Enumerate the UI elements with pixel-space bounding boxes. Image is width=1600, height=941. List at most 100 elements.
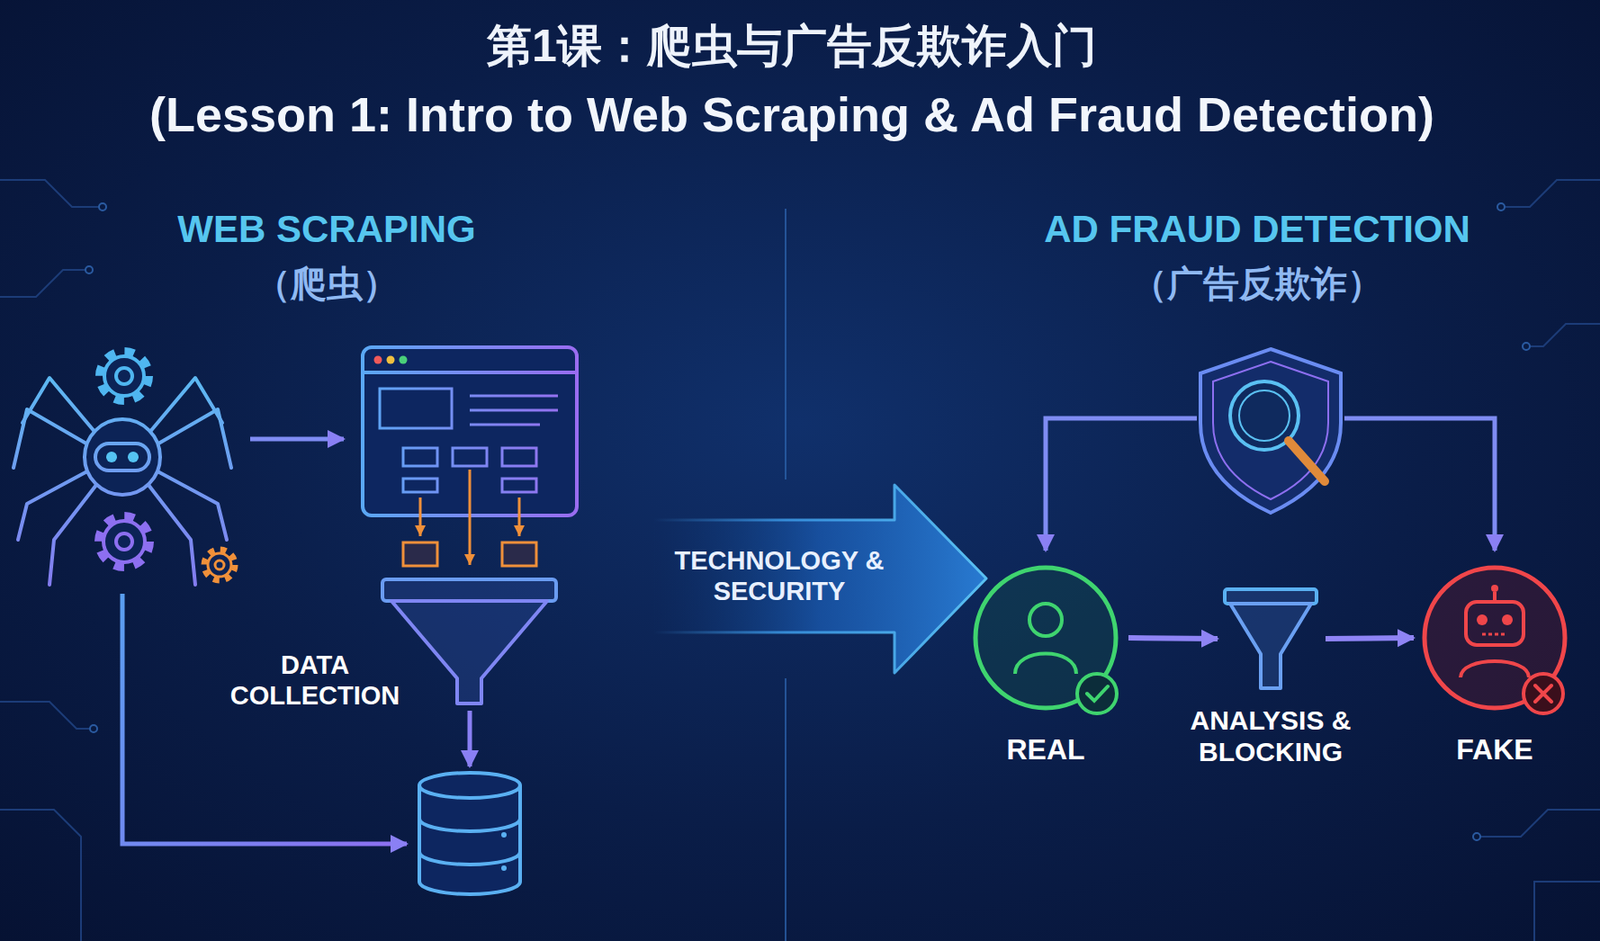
circuit-traces xyxy=(1473,833,1481,841)
subtitle-text: (Lesson 1: Intro to Web Scraping & Ad Fr… xyxy=(149,86,1435,143)
fake-bot-circle-shape xyxy=(1482,633,1508,637)
database-icon xyxy=(501,832,507,838)
data-blocks xyxy=(502,542,537,567)
section-subheading: （爬虫） xyxy=(254,259,399,309)
fake-bot-circle-shape xyxy=(1535,685,1552,702)
gear-icon xyxy=(204,549,235,581)
circuit-traces xyxy=(1522,342,1530,351)
section-subheading: （广告反欺诈） xyxy=(1131,259,1384,309)
real-user-circle-shape xyxy=(971,564,1120,712)
circuit-traces xyxy=(0,179,99,207)
browser-window xyxy=(379,388,452,429)
node-label: TECHNOLOGY & SECURITY xyxy=(671,545,888,607)
fake-bot-circle-shape xyxy=(1491,584,1499,593)
real-user-circle-shape xyxy=(1029,603,1062,637)
spider-robot xyxy=(95,443,150,471)
spider-robot xyxy=(49,476,103,585)
browser-window xyxy=(403,478,438,493)
gear-icon xyxy=(104,356,144,396)
arrow-shape-shape xyxy=(653,485,987,674)
spider-robot xyxy=(17,466,98,540)
browser-window xyxy=(469,409,558,413)
shield-icon xyxy=(1200,349,1341,513)
shield-arrow xyxy=(1045,418,1197,551)
database-icon xyxy=(419,773,521,799)
data-blocks xyxy=(403,542,438,567)
spider-robot xyxy=(127,451,139,463)
flow-arrow xyxy=(467,710,473,767)
flow-arrow xyxy=(250,437,344,442)
gear-icon xyxy=(215,560,225,570)
divider-line xyxy=(784,678,787,941)
spider-robot xyxy=(13,377,232,585)
section-heading: WEB SCRAPING xyxy=(177,207,476,252)
database-icon xyxy=(419,852,521,865)
shield-arrow xyxy=(1045,418,1495,551)
browser-window xyxy=(399,356,408,365)
funnel-node: DATA COLLECTION xyxy=(382,579,557,704)
fake-bot-circle-shape xyxy=(1460,661,1529,678)
database-icon xyxy=(419,773,521,895)
section-heading: AD FRAUD DETECTION xyxy=(1043,207,1471,252)
gear-icon xyxy=(98,351,235,581)
node-label: FAKE xyxy=(1404,733,1585,768)
gear-icon xyxy=(103,521,145,563)
gear-icon xyxy=(99,351,149,401)
database-icon xyxy=(419,785,521,895)
browser-window xyxy=(403,448,438,467)
circuit-traces xyxy=(1534,881,1600,941)
database-icon xyxy=(419,818,521,832)
flow-arrow xyxy=(122,593,407,845)
shield-icon xyxy=(1200,349,1341,513)
browser-window xyxy=(374,356,383,365)
data-blocks xyxy=(468,469,472,566)
browser-window xyxy=(502,448,537,467)
circuit-traces xyxy=(98,203,107,211)
fake-bot-circle-shape xyxy=(1476,614,1488,626)
node-label: REAL xyxy=(955,733,1136,768)
title-text: 第1课：爬虫与广告反欺诈入门 xyxy=(486,16,1097,77)
browser-window xyxy=(502,478,537,493)
real-user-circle-shape xyxy=(1077,674,1117,714)
funnel-node-shape xyxy=(382,579,557,704)
browser-window xyxy=(452,448,487,467)
browser-window xyxy=(362,370,577,375)
divider-line xyxy=(784,208,787,480)
filter-funnel-shape xyxy=(1230,603,1312,689)
browser-window xyxy=(386,356,396,365)
circuit-traces xyxy=(85,266,93,274)
filter-funnel: ANALYSIS & BLOCKING xyxy=(1224,589,1317,689)
fake-bot-circle: FAKE xyxy=(1420,564,1569,712)
gear-icon xyxy=(116,533,133,550)
fake-bot-circle-shape xyxy=(1523,674,1564,714)
gear-icon xyxy=(98,516,150,567)
data-blocks xyxy=(518,497,522,537)
gear-icon xyxy=(116,368,133,385)
data-blocks xyxy=(419,497,423,537)
shield-icon xyxy=(1288,440,1325,482)
circuit-traces xyxy=(0,269,86,297)
shield-icon xyxy=(1239,390,1290,441)
filter-funnel-shape xyxy=(1224,589,1317,689)
browser-window xyxy=(469,423,540,427)
circuit-traces xyxy=(1480,809,1600,837)
arrow-shape: TECHNOLOGY & SECURITY xyxy=(653,485,987,674)
circuit-traces xyxy=(0,809,81,941)
shield-icon xyxy=(1213,361,1329,500)
flow-connector xyxy=(1128,638,1218,639)
fake-bot-circle-shape xyxy=(1465,602,1524,646)
real-user-circle: REAL xyxy=(971,564,1120,712)
node-label: ANALYSIS & BLOCKING xyxy=(1149,704,1393,769)
real-user-circle-shape xyxy=(1087,686,1108,702)
circuit-traces xyxy=(89,725,98,733)
circuit-traces xyxy=(1529,323,1600,347)
gear-icon xyxy=(207,553,232,577)
real-user-circle-shape xyxy=(1015,654,1077,675)
fake-bot-circle-shape xyxy=(1501,614,1513,626)
circuit-traces xyxy=(0,701,90,729)
spider-robot xyxy=(106,451,117,463)
circuit-traces xyxy=(1497,203,1505,211)
node-label: DATA COLLECTION xyxy=(215,649,414,711)
browser-window xyxy=(469,395,558,398)
